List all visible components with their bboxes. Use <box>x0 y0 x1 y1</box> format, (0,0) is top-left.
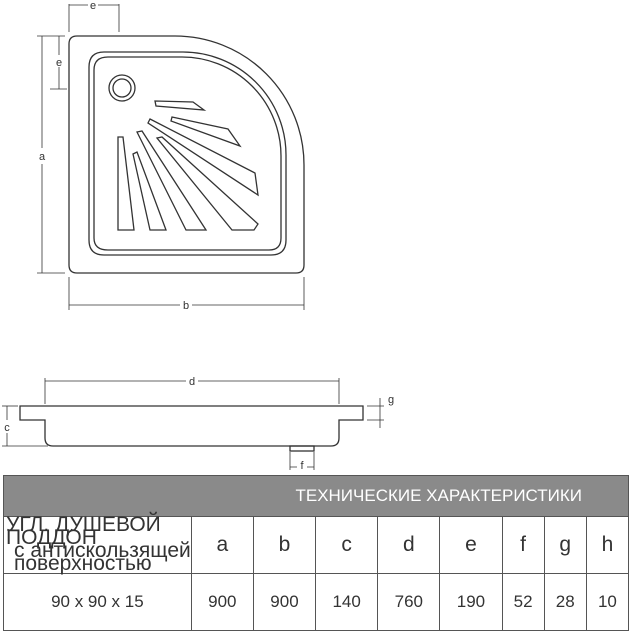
value-cell: 760 <box>377 573 441 631</box>
column-header: c <box>315 516 379 574</box>
spec-table: ТЕХНИЧЕСКИЕ ХАРАКТЕРИСТИКИ УГЛ. ДУШЕВОЙ … <box>3 475 630 631</box>
label-line: УГЛ. ДУШЕВОЙ <box>6 513 161 536</box>
drain-outlet <box>289 445 315 452</box>
label-line: с антискользящей <box>14 539 191 562</box>
product-label: УГЛ. ДУШЕВОЙ ПОДДОН с антискользящей пов… <box>3 513 192 575</box>
value-cell: 140 <box>315 573 379 631</box>
tray-outline <box>68 35 305 274</box>
tray-inner-rim <box>88 51 287 256</box>
dim-label-d: d <box>189 376 195 388</box>
column-header: h <box>585 516 630 574</box>
table-row: 90 x 90 x 15 900 900 140 760 190 52 28 1… <box>3 573 630 631</box>
top-view-drawing: e e a b <box>36 0 305 312</box>
tray-side-profile <box>19 405 364 447</box>
drain-hole <box>108 74 136 102</box>
model-cell: 90 x 90 x 15 <box>3 573 192 631</box>
dimension-lines <box>37 4 305 310</box>
value-cell: 900 <box>190 573 254 631</box>
dim-label-c: c <box>4 422 10 434</box>
value-cell: 10 <box>585 573 630 631</box>
dimension-lines <box>2 378 384 470</box>
column-header: d <box>377 516 441 574</box>
dim-label-e-top: e <box>90 0 96 12</box>
column-header: b <box>252 516 317 574</box>
table-title: ТЕХНИЧЕСКИЕ ХАРАКТЕРИСТИКИ <box>3 475 629 517</box>
dim-label-e-side: e <box>56 57 62 69</box>
value-cell: 28 <box>543 573 587 631</box>
anti-slip-pattern <box>117 100 259 231</box>
value-cell: 52 <box>501 573 545 631</box>
column-header: e <box>439 516 503 574</box>
dim-label-a: a <box>39 151 46 163</box>
dim-label-b: b <box>183 300 189 312</box>
tray-inner-rim-2 <box>93 56 282 251</box>
label-line: поверхностью <box>14 552 152 575</box>
label-line: ПОДДОН <box>6 526 97 549</box>
dim-label-f: f <box>300 460 304 470</box>
column-header: g <box>543 516 587 574</box>
table-header-row: УГЛ. ДУШЕВОЙ ПОДДОН с антискользящей пов… <box>3 513 630 575</box>
drain-inner <box>112 78 132 98</box>
value-cell: 900 <box>252 573 317 631</box>
side-view-drawing: d c g f <box>1 374 394 470</box>
value-cell: 190 <box>439 573 503 631</box>
column-header: a <box>190 516 254 574</box>
column-header: f <box>501 516 545 574</box>
dim-label-g: g <box>388 394 394 406</box>
